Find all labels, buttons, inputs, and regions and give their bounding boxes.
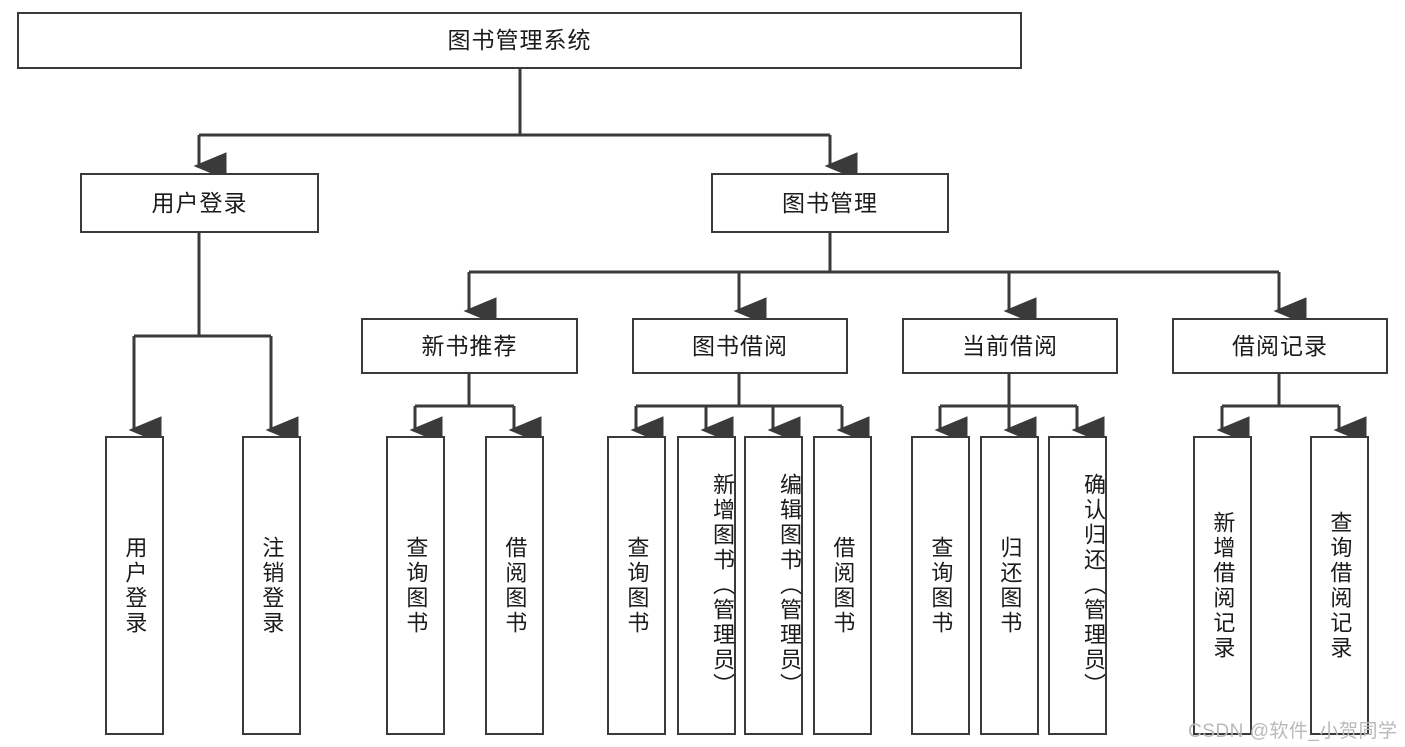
node-label: 图书借阅 [692, 332, 788, 359]
leaf-query-book-current[interactable]: 查询图书 [911, 436, 970, 735]
node-label: 图书管理 [782, 189, 878, 216]
node-label: 图书管理系统 [447, 27, 592, 54]
leaf-return-book[interactable]: 归还图书 [980, 436, 1039, 735]
node-user-login[interactable]: 用户登录 [80, 173, 319, 233]
leaf-user-login[interactable]: 用户登录 [105, 436, 164, 735]
node-label: 确认归还（管理员） [1081, 473, 1106, 698]
node-new-book-recommend[interactable]: 新书推荐 [361, 318, 578, 374]
leaf-query-book-borrow[interactable]: 查询图书 [607, 436, 666, 735]
node-label: 新增图书（管理员） [710, 473, 735, 698]
node-label: 借阅图书 [502, 535, 528, 636]
node-label: 查询借阅记录 [1327, 510, 1353, 661]
node-label: 新书推荐 [421, 332, 518, 359]
node-book-borrow[interactable]: 图书借阅 [632, 318, 848, 374]
leaf-add-borrow-record[interactable]: 新增借阅记录 [1193, 436, 1252, 735]
leaf-edit-book-admin[interactable]: 编辑图书（管理员） [744, 436, 803, 735]
leaf-borrow-book-recommend[interactable]: 借阅图书 [485, 436, 544, 735]
node-label: 借阅记录 [1232, 332, 1328, 359]
node-label: 新增借阅记录 [1210, 510, 1236, 661]
leaf-query-book-recommend[interactable]: 查询图书 [386, 436, 445, 735]
watermark-label: CSDN @软件_小贺同学 [1188, 721, 1398, 742]
node-label: 用户登录 [151, 189, 248, 216]
leaf-query-borrow-record[interactable]: 查询借阅记录 [1310, 436, 1369, 735]
node-root-book-management-system[interactable]: 图书管理系统 [17, 12, 1022, 69]
node-book-management[interactable]: 图书管理 [711, 173, 949, 233]
node-label: 编辑图书（管理员） [777, 473, 802, 698]
node-label: 借阅图书 [830, 535, 856, 636]
node-label: 查询图书 [624, 535, 650, 636]
leaf-logout[interactable]: 注销登录 [242, 436, 301, 735]
node-borrow-record[interactable]: 借阅记录 [1172, 318, 1388, 374]
node-label: 查询图书 [928, 535, 954, 636]
node-label: 用户登录 [122, 535, 148, 636]
node-label: 当前借阅 [962, 332, 1058, 359]
node-label: 注销登录 [259, 535, 285, 636]
leaf-borrow-book[interactable]: 借阅图书 [813, 436, 872, 735]
leaf-confirm-return-admin[interactable]: 确认归还（管理员） [1048, 436, 1107, 735]
node-label: 查询图书 [403, 535, 429, 636]
node-current-borrow[interactable]: 当前借阅 [902, 318, 1118, 374]
node-label: 归还图书 [997, 535, 1023, 636]
leaf-add-book-admin[interactable]: 新增图书（管理员） [677, 436, 736, 735]
